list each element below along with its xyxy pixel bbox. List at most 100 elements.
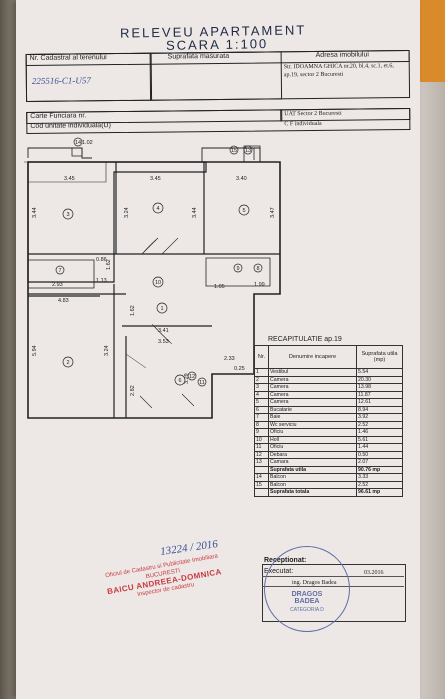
col-area: Suprafata utila (mp)	[356, 345, 403, 369]
dim-label: 3.29	[184, 373, 190, 384]
dim-label: 0.86	[96, 257, 107, 263]
room-number: 14	[75, 140, 81, 146]
floor-plan: 3.45 3.45 3.40 3.44 3.44 3.47 3.24 0.86 …	[24, 137, 281, 419]
cell-nr: 5	[254, 398, 269, 407]
dim-label: 0.25	[234, 366, 245, 372]
room-number: 15	[231, 148, 237, 154]
cell-area: 2.52	[356, 480, 403, 489]
address-label: Adresa imobilului	[315, 51, 369, 59]
dim-label: 1.62	[130, 305, 136, 316]
cell-nr: 2	[254, 375, 269, 384]
room-number: 6	[178, 378, 181, 384]
cell-nr: 13	[254, 458, 269, 467]
measured-area-label: Suprafata masurata	[167, 52, 230, 61]
dim-label: 5.94	[32, 345, 38, 356]
cell-name: Debara	[268, 450, 357, 459]
dim-label: 3.40	[236, 176, 247, 182]
room-number: 3	[66, 212, 69, 218]
cell-area: 0.50	[356, 450, 403, 459]
cell-name: Camera	[268, 390, 357, 399]
dim-label: 3.24	[104, 345, 110, 356]
cell-name: Holl	[268, 435, 357, 444]
dim-label: 3.45	[150, 176, 161, 182]
cell-area: 11.87	[356, 390, 403, 399]
room-number: 5	[242, 208, 245, 214]
room-number: 12	[189, 374, 195, 380]
dim-label: 1.02	[82, 140, 93, 146]
land-book-label: Carte Funciara nr.	[30, 112, 87, 120]
page-edge	[420, 82, 445, 699]
uat-value: UAT Sector 2 Bucuresti	[284, 110, 342, 118]
cell-area: 8.94	[356, 405, 403, 414]
dim-label: 3.41	[158, 328, 169, 334]
cell-area: 2.52	[356, 420, 403, 429]
cell-name: Suprafata totala	[268, 488, 357, 497]
cell-name: Suprafata utila	[268, 465, 357, 474]
cell-nr: 4	[254, 390, 269, 399]
cell-nr	[254, 465, 269, 474]
dim-label: 1.13	[96, 278, 107, 284]
cf-value: C F individuala	[284, 120, 322, 128]
cell-name: Wc serviciu	[268, 420, 357, 429]
cell-area: 1.44	[356, 443, 403, 452]
cell-area: 13.98	[356, 383, 403, 392]
cell-nr: 1	[254, 368, 269, 377]
unit-code-label: Cod unitate individuala(U)	[30, 122, 111, 130]
room-number: 4	[156, 206, 159, 212]
stamp-lastname: BADEA	[294, 598, 320, 605]
cell-area: 5.54	[356, 368, 403, 377]
cell-area: 90.76 mp	[356, 465, 403, 474]
info-table: Nr. Cadastral al terenului Suprafata mas…	[25, 49, 411, 134]
cell-nr: 14	[254, 473, 269, 482]
table-header: Nr. Denumire incapere Suprafata utila (m…	[254, 345, 403, 369]
cell-nr: 3	[254, 383, 269, 392]
cell-name: Oficiu	[268, 443, 357, 452]
cell-name: Camera	[268, 398, 357, 407]
cell-nr: 10	[254, 435, 269, 444]
cell-nr: 6	[254, 405, 269, 414]
room-number: 2	[66, 360, 69, 366]
address-value: Str. IDOAMNA GHICA nr.20, bl.4, sc.1, et…	[283, 63, 394, 79]
cell-name: Camera	[268, 375, 357, 384]
dim-label: 3.24	[124, 207, 130, 218]
cell-area: 5.61	[356, 435, 403, 444]
cell-name: Baie	[268, 413, 357, 422]
dim-label: 3.47	[270, 207, 276, 218]
room-number: 10	[155, 280, 161, 286]
room-number: 9	[236, 266, 239, 272]
dim-label: 3.44	[32, 207, 38, 218]
cell-name: Bucatarie	[268, 405, 357, 414]
cell-area: 12.61	[356, 398, 403, 407]
dim-label: 4.83	[58, 298, 69, 304]
date-value: 03.2016	[364, 570, 384, 576]
col-name: Denumire incapere	[268, 345, 357, 369]
cell-name: Camara	[268, 458, 357, 467]
cell-area: 1.46	[356, 428, 403, 437]
col-nr: Nr.	[254, 345, 269, 369]
cell-area: 96.61 mp	[356, 488, 403, 497]
cell-nr: 8	[254, 420, 269, 429]
cell-nr: 7	[254, 413, 269, 422]
recap-title: RECAPITULATIE ap.19	[268, 336, 342, 343]
stamp-firstname: DRAGOS	[291, 591, 323, 598]
recap-table: Nr. Denumire incapere Suprafata utila (m…	[254, 345, 403, 497]
engineer-stamp: DRAGOS BADEA CATEGORIA D	[264, 546, 350, 632]
cadastral-label: Nr. Cadastral al terenului	[29, 54, 107, 62]
room-number: 7	[58, 268, 61, 274]
room-number: 8	[256, 266, 259, 272]
cell-name: Camera	[268, 383, 357, 392]
dim-label: 1.05	[214, 284, 225, 290]
dim-label: 3.44	[192, 207, 198, 218]
